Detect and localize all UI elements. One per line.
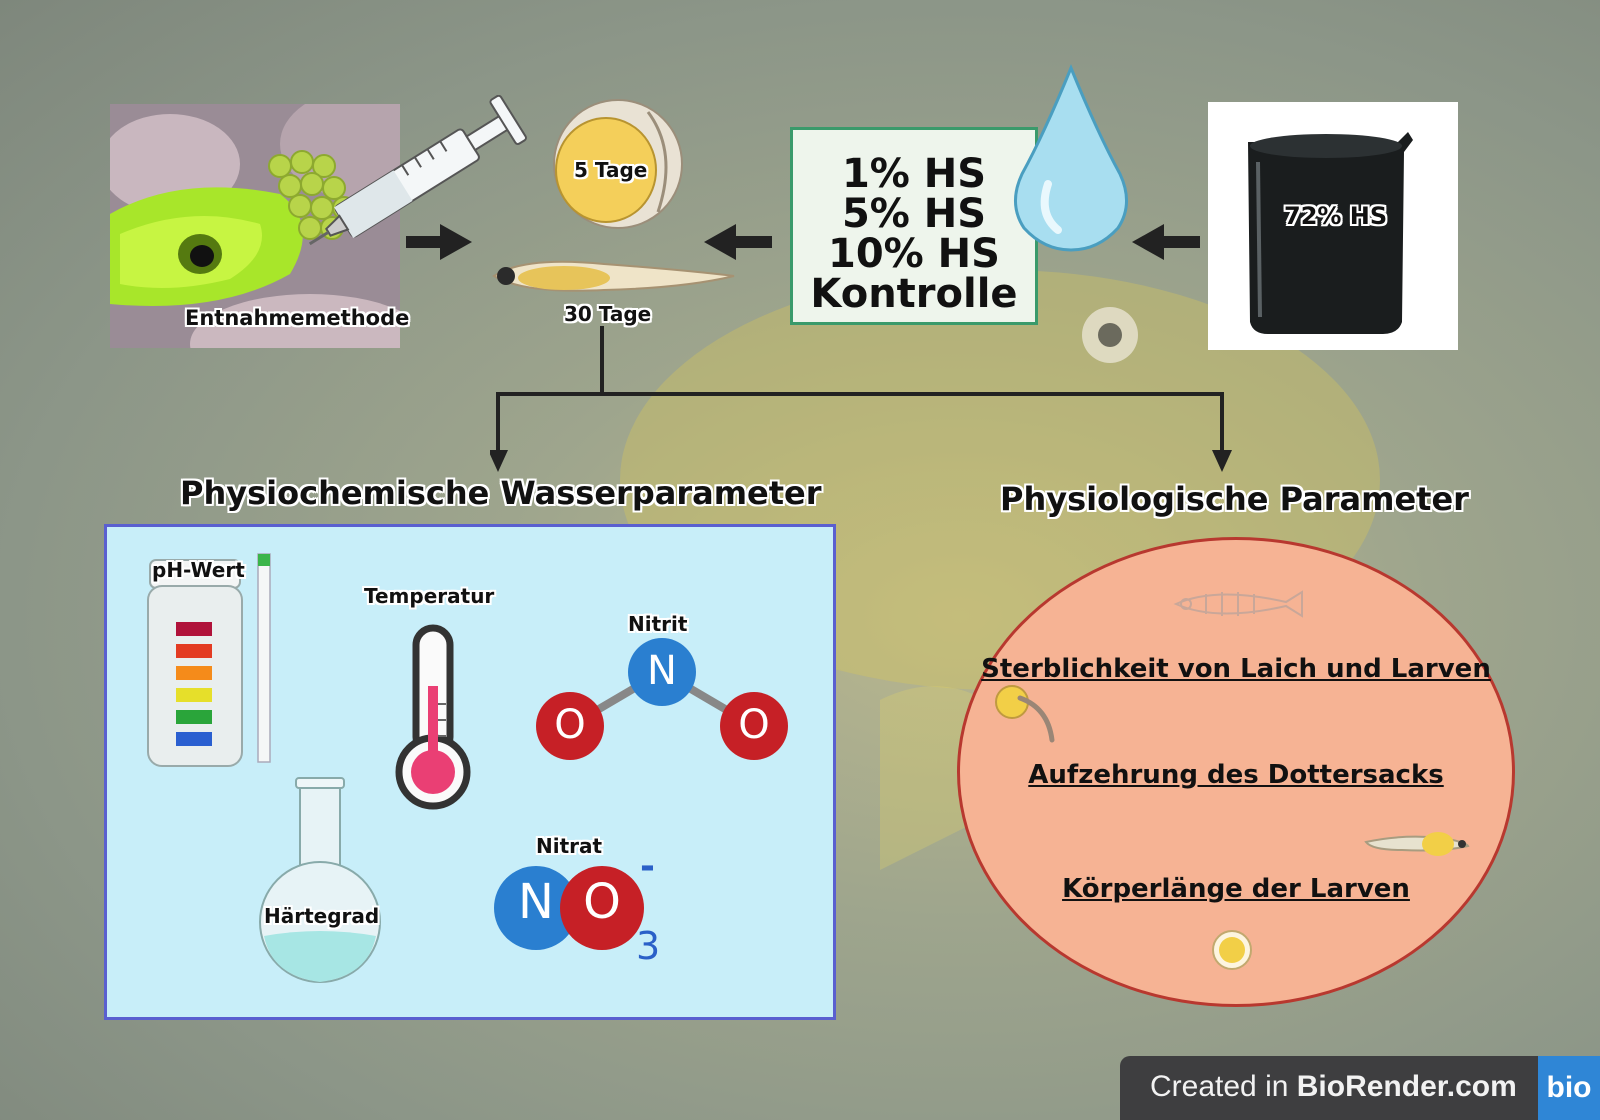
- egg-label: 5 Tage: [574, 158, 648, 182]
- footer-prefix: Created in: [1150, 1070, 1297, 1103]
- nitrate-subscript: 3: [636, 924, 661, 968]
- nitrite-atom-o2: O: [738, 702, 770, 748]
- egg-icon: [553, 99, 683, 229]
- humic-beaker-photo: [1208, 102, 1458, 350]
- nitrate-atom-n: N: [518, 874, 554, 930]
- biorender-logo: bio: [1538, 1056, 1600, 1120]
- beaker-image: [1208, 102, 1458, 350]
- nitrate-atom-o: O: [583, 874, 621, 930]
- nitrate-molecule: [494, 866, 644, 950]
- footer-brand: BioRender.com: [1296, 1070, 1517, 1103]
- treatment-1: 1% HS: [841, 151, 987, 197]
- nitrite-label: Nitrit: [628, 612, 688, 636]
- frog-image: [110, 104, 400, 348]
- nitrate-charge: -: [640, 846, 655, 887]
- beaker-label: 72% HS: [1284, 202, 1388, 230]
- water-drop-icon: [1014, 64, 1128, 252]
- hatching-larva-icon: [995, 685, 1055, 743]
- fish-skeleton-icon: [1173, 590, 1303, 618]
- syringe-icon: [308, 95, 527, 246]
- egg-small-icon: [1212, 930, 1252, 970]
- treatment-box: 1% HS 5% HS 10% HS Kontrolle: [790, 127, 1038, 325]
- nitrite-atom-n: N: [647, 648, 677, 694]
- water-params-heading: Physiochemische Wasserparameter: [180, 474, 822, 512]
- larva-label: 30 Tage: [564, 302, 652, 326]
- physio-item-yolk: Aufzehrung des Dottersacks: [1028, 760, 1444, 790]
- extraction-label: Entnahmemethode: [185, 306, 410, 330]
- arrow-left-icon: [704, 224, 772, 260]
- flask-icon: [259, 777, 381, 983]
- ph-label: pH-Wert: [152, 558, 245, 582]
- arrow-right-icon: [406, 224, 472, 260]
- thermometer-icon: [395, 624, 471, 810]
- footer-text: Created in BioRender.com: [1150, 1070, 1517, 1104]
- physiological-circle: [957, 537, 1515, 1007]
- extraction-photo: [110, 104, 400, 348]
- biorender-footer: Created in BioRender.com bio: [1120, 1056, 1600, 1120]
- arrow-left-icon-2: [1132, 224, 1200, 260]
- nitrite-molecule: [536, 638, 788, 760]
- nitrate-label: Nitrat: [536, 834, 603, 858]
- ph-test-icon: [147, 553, 271, 767]
- hardness-label: Härtegrad: [264, 904, 380, 928]
- physio-item-length: Körperlänge der Larven: [1062, 874, 1410, 904]
- treatment-3: 10% HS: [828, 231, 1000, 277]
- treatment-2: 5% HS: [841, 191, 987, 237]
- branch-connector: [490, 326, 1232, 472]
- temperature-label: Temperatur: [364, 584, 495, 608]
- physiological-heading: Physiologische Parameter: [1000, 480, 1469, 518]
- physio-item-mortality: Sterblichkeit von Laich und Larven: [981, 654, 1491, 684]
- larva-icon: [492, 260, 735, 292]
- larva-small-icon: [1364, 832, 1470, 856]
- treatment-control: Kontrolle: [810, 271, 1018, 317]
- nitrite-atom-o1: O: [554, 702, 586, 748]
